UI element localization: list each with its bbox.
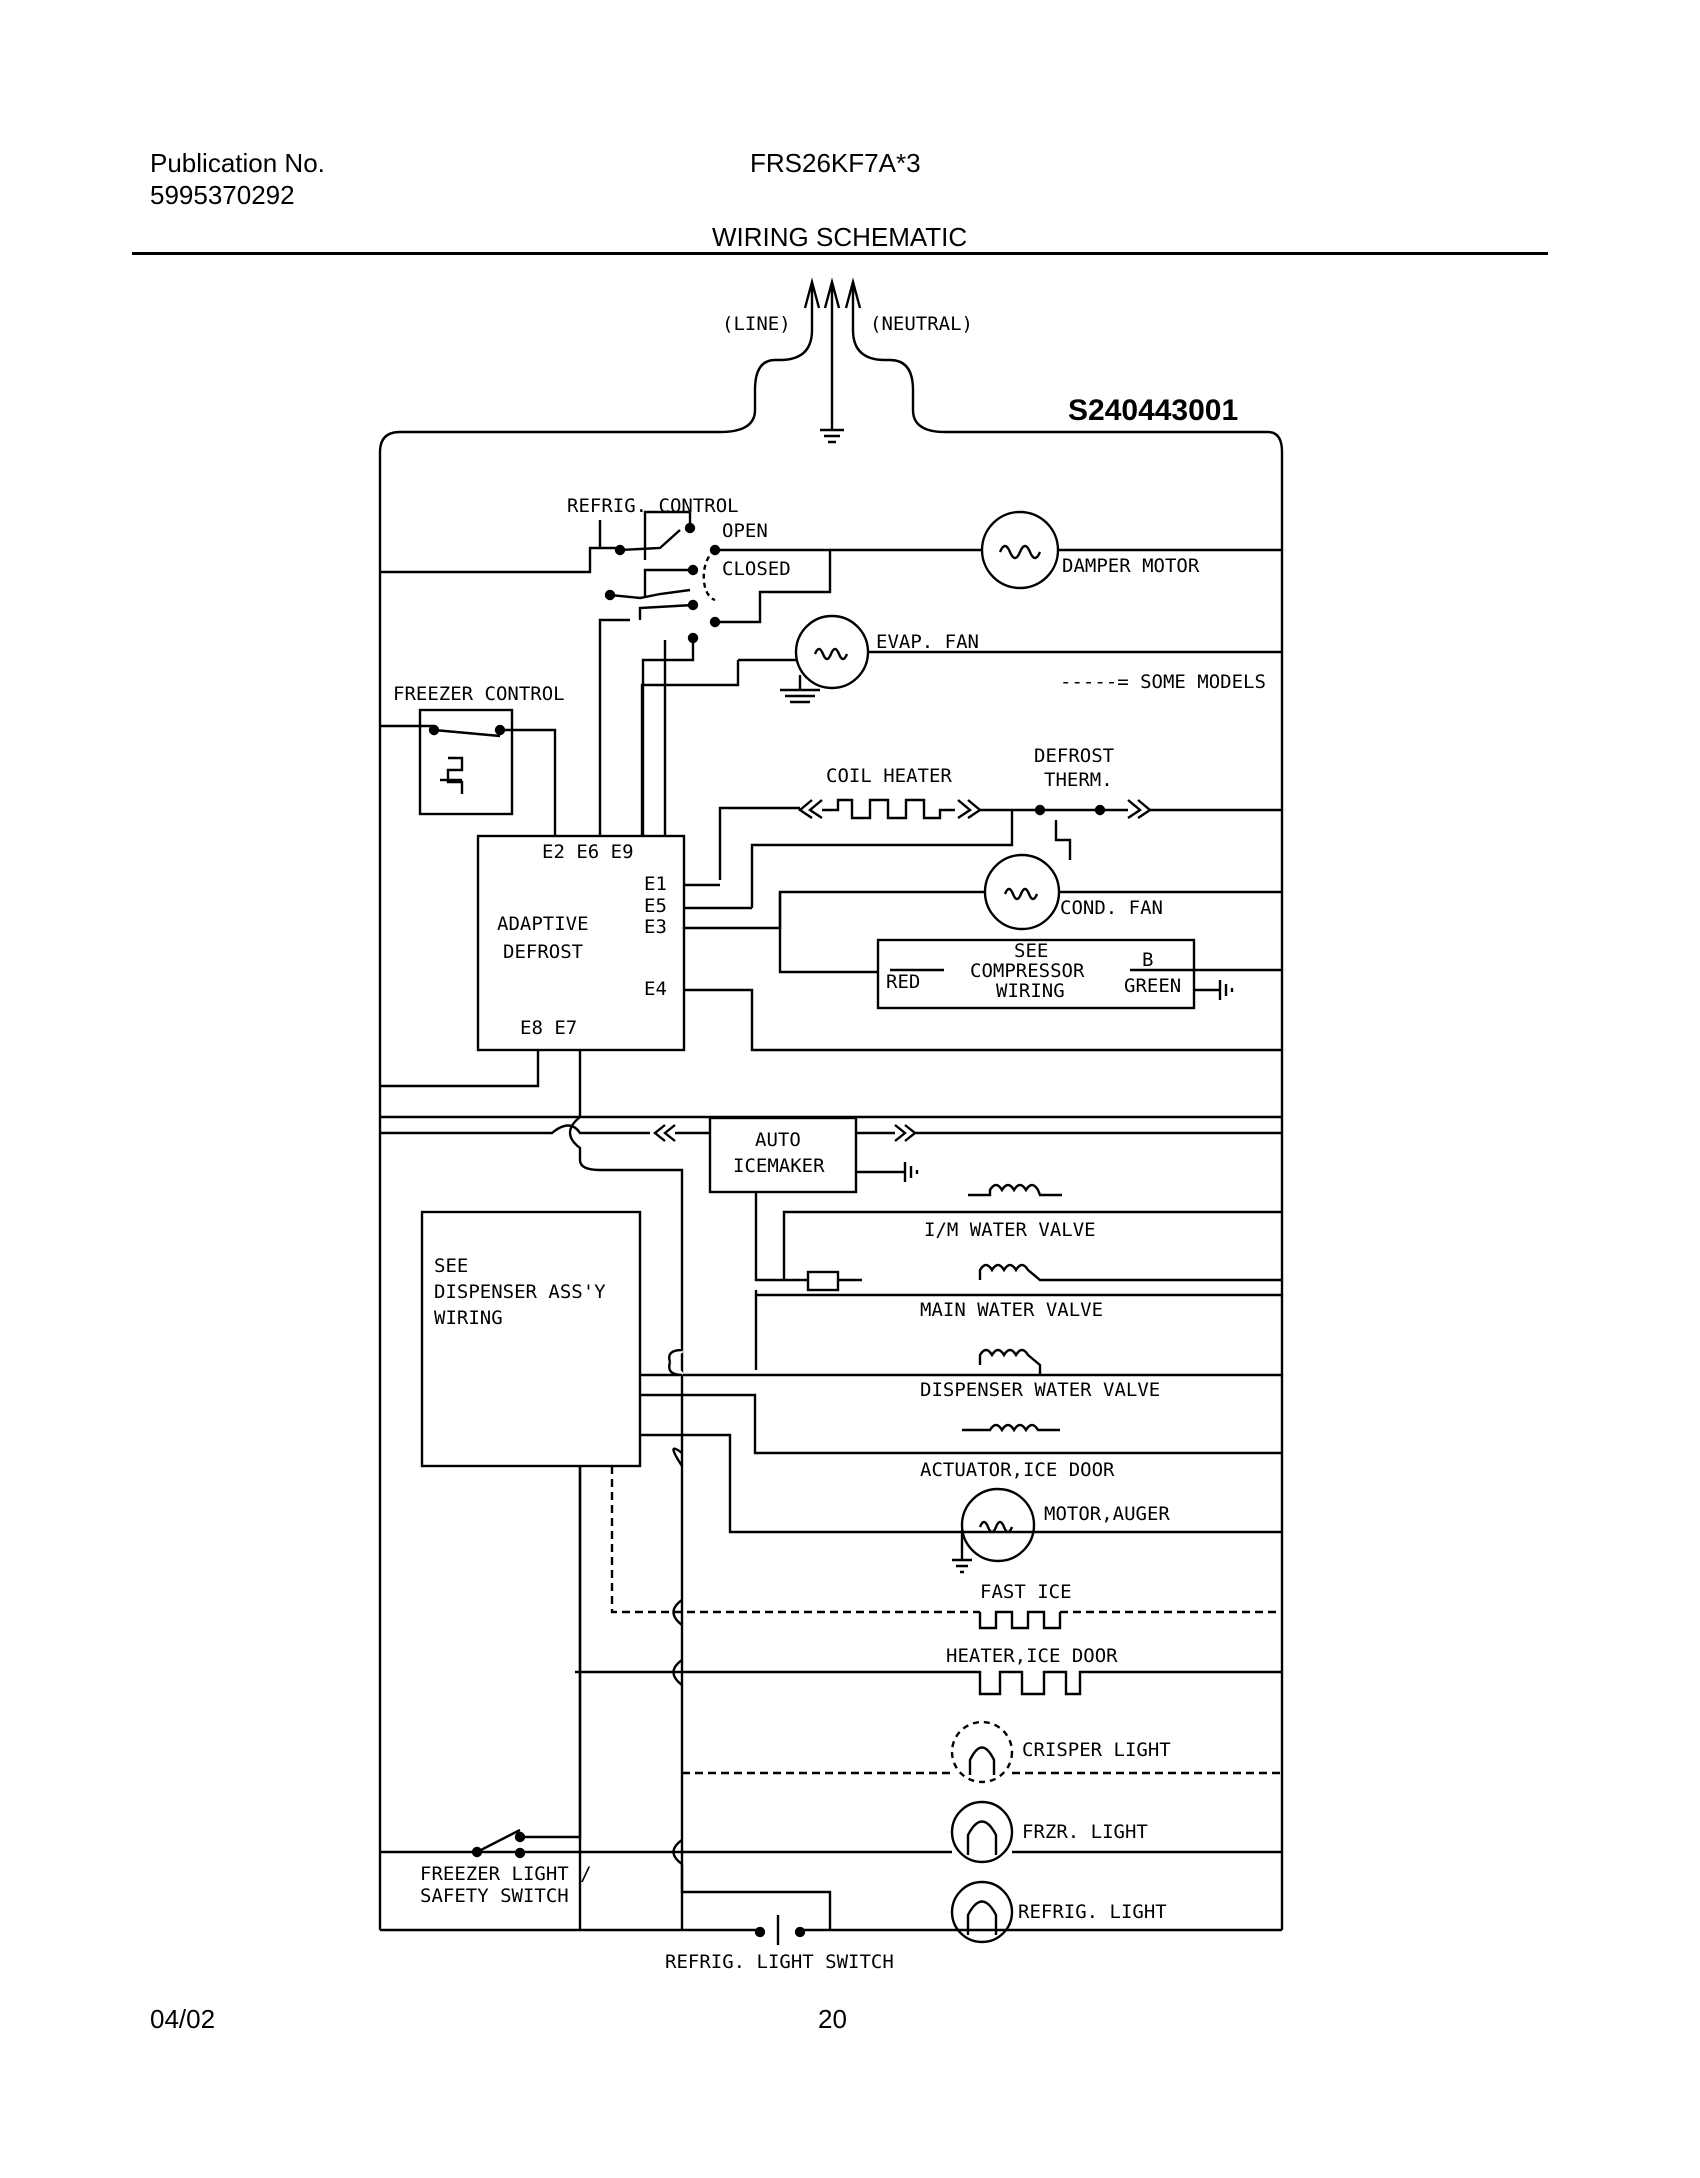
- water-valve-connector: [754, 1192, 862, 1370]
- motor-auger-label: MOTOR,AUGER: [1044, 1503, 1170, 1525]
- refrigerator-light: [680, 1864, 1014, 1944]
- freezer-light-safety-switch: [471, 1466, 582, 1859]
- closed-label: CLOSED: [722, 558, 791, 580]
- freezer-light-switch-label-1: FREEZER LIGHT /: [420, 1863, 592, 1885]
- terminal-e4: E4: [644, 978, 667, 1000]
- terminal-e1: E1: [644, 873, 667, 895]
- coil-heater: [718, 798, 1040, 908]
- publication-number: 5995370292: [150, 180, 295, 210]
- actuator-ice-door-label: ACTUATOR,ICE DOOR: [920, 1459, 1115, 1481]
- refrig-light-switch-label: REFRIG. LIGHT SWITCH: [665, 1951, 894, 1973]
- footer-date: 04/02: [150, 2004, 216, 2034]
- refrig-control-label: REFRIG. CONTROL: [567, 495, 739, 517]
- evap-fan-label: EVAP. FAN: [876, 631, 979, 653]
- crisper-light-label: CRISPER LIGHT: [1022, 1739, 1171, 1761]
- freezer-control: [380, 708, 557, 836]
- refrig-light-switch: [754, 1915, 806, 1945]
- dispenser-water-valve: [978, 1348, 1042, 1375]
- freezer-control-label: FREEZER CONTROL: [393, 683, 565, 705]
- compressor-label: COMPRESSOR: [970, 960, 1085, 982]
- freezer-light-switch-label-2: SAFETY SWITCH: [420, 1885, 569, 1907]
- cond-fan-label: COND. FAN: [1060, 897, 1163, 919]
- defrost-therm-label-1: DEFROST: [1034, 745, 1114, 767]
- fast-ice-label: FAST ICE: [980, 1581, 1072, 1603]
- frzr-light-label: FRZR. LIGHT: [1022, 1821, 1148, 1843]
- adaptive-defrost-board: [380, 834, 1282, 1117]
- im-water-valve-label: I/M WATER VALVE: [924, 1219, 1096, 1241]
- terminal-e3: E3: [644, 916, 667, 938]
- dispenser-assembly-box: [420, 1210, 1282, 1930]
- publication-label: Publication No.: [150, 148, 325, 178]
- coil-heater-label: COIL HEATER: [826, 765, 952, 787]
- crisper-light: [682, 1720, 1282, 1784]
- damper-motor: [830, 510, 1282, 590]
- open-label: OPEN: [722, 520, 768, 542]
- dispenser-label-3: WIRING: [434, 1307, 503, 1329]
- dispenser-label-2: DISPENSER ASS'Y: [434, 1281, 606, 1303]
- auto-icemaker: [380, 1116, 1282, 1930]
- adaptive-label-1: ADAPTIVE: [497, 913, 589, 935]
- line-label: (LINE): [722, 313, 791, 335]
- header-rule: [132, 252, 1548, 255]
- wire-crossovers: [668, 1347, 684, 1865]
- red-wire-label: RED: [886, 971, 920, 993]
- fast-ice-heater: [610, 1466, 1282, 1630]
- b-terminal-label: B: [1142, 949, 1153, 971]
- im-water-valve: [782, 1183, 1282, 1280]
- adaptive-label-2: DEFROST: [503, 941, 583, 963]
- some-models-legend: -----= SOME MODELS: [1060, 671, 1266, 693]
- damper-motor-label: DAMPER MOTOR: [1062, 555, 1200, 577]
- page-title: WIRING SCHEMATIC: [712, 222, 968, 252]
- condenser-fan: [778, 853, 1282, 974]
- defrost-therm-label-2: THERM.: [1044, 769, 1113, 791]
- adaptive-e-bottom: E8 E7: [520, 1017, 577, 1039]
- dispenser-label-1: SEE: [434, 1255, 468, 1277]
- neutral-label: (NEUTRAL): [870, 313, 973, 335]
- compressor-wiring-box: [876, 938, 1282, 1010]
- actuator-ice-door: [962, 1423, 1060, 1433]
- model-number: FRS26KF7A*3: [750, 148, 921, 178]
- ground-symbol-main: [820, 420, 844, 444]
- dispenser-water-valve-label: DISPENSER WATER VALVE: [920, 1379, 1160, 1401]
- compressor-wiring-label: WIRING: [996, 980, 1065, 1002]
- schematic-code: S240443001: [1068, 394, 1238, 427]
- refrig-light-label: REFRIG. LIGHT: [1018, 1901, 1167, 1923]
- defrost-thermostat: [1034, 799, 1282, 860]
- evap-fan: [738, 614, 1282, 704]
- icemaker-label: ICEMAKER: [733, 1155, 825, 1177]
- page-number: 20: [818, 2004, 847, 2034]
- compressor-see: SEE: [1014, 940, 1048, 962]
- refrig-control: [380, 510, 832, 836]
- terminal-e5: E5: [644, 895, 667, 917]
- adaptive-e-top: E2 E6 E9: [542, 841, 634, 863]
- power-plug: [378, 277, 1284, 1930]
- auto-label: AUTO: [755, 1129, 801, 1151]
- heater-ice-door-label: HEATER,ICE DOOR: [946, 1645, 1118, 1667]
- main-water-valve-label: MAIN WATER VALVE: [920, 1299, 1103, 1321]
- ice-door-heater: [575, 1670, 1282, 1696]
- auger-motor: [952, 1487, 1036, 1574]
- green-wire-label: GREEN: [1124, 975, 1181, 997]
- main-water-valve: [756, 1263, 1282, 1297]
